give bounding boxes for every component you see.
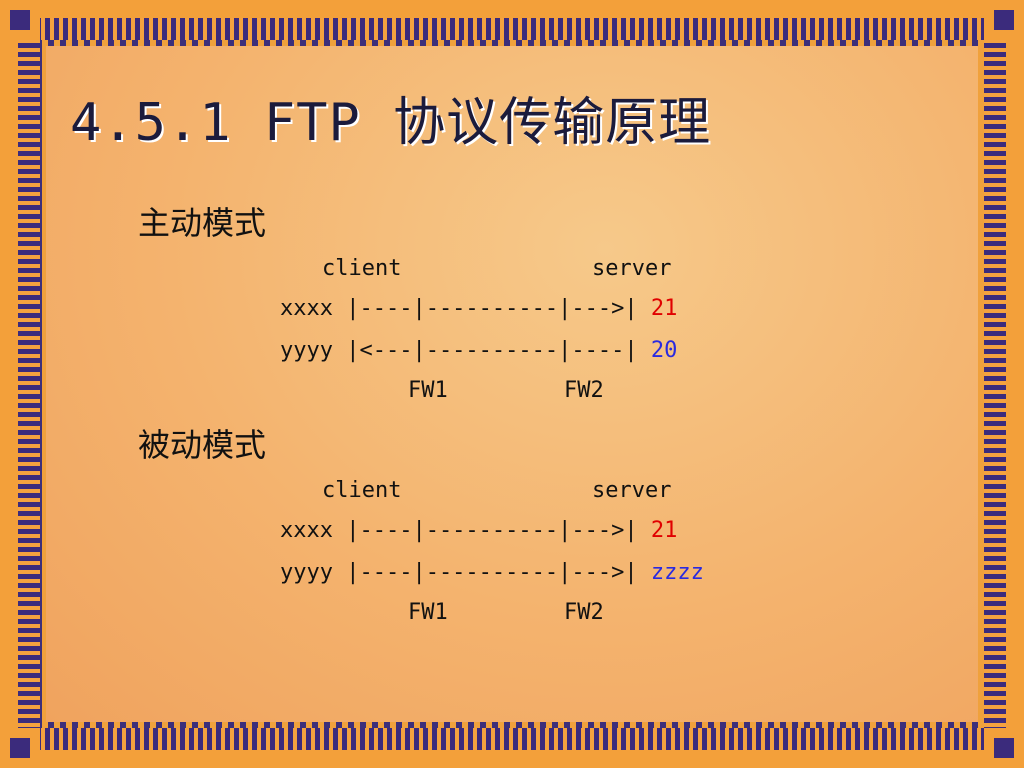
- active-row-2-port: 20: [650, 338, 678, 363]
- passive-row-1-path: xxxx |----|----------|--->|: [280, 518, 651, 543]
- frame-strip-left: [18, 18, 40, 750]
- frame-corner: [0, 0, 40, 40]
- active-mode-heading: 主动模式: [138, 204, 267, 242]
- passive-row-2-path: yyyy |----|----------|--->|: [280, 560, 651, 585]
- passive-client-label: client: [322, 478, 402, 503]
- passive-fw2-label: FW2: [564, 600, 604, 625]
- frame-band-bottom: [0, 750, 1024, 768]
- passive-row-1-port: 21: [650, 518, 678, 543]
- active-row-1-port: 21: [650, 296, 678, 321]
- slide-content: 4.5.1 FTP 协议传输原理 主动模式 client server xxxx…: [46, 46, 978, 722]
- slide-title: 4.5.1 FTP 协议传输原理: [70, 93, 712, 153]
- passive-row-2-port: zzzz: [650, 560, 704, 585]
- active-fw2-label: FW2: [564, 378, 604, 403]
- passive-fw1-label: FW1: [408, 600, 448, 625]
- active-row-2: yyyy |<---|----------|----| 20: [280, 338, 677, 363]
- passive-mode-heading: 被动模式: [138, 426, 267, 464]
- frame-corner: [0, 728, 40, 768]
- frame-band-top: [0, 0, 1024, 18]
- active-server-label: server: [592, 256, 672, 281]
- frame-strip-bottom: [18, 728, 1006, 750]
- active-row-1: xxxx |----|----------|--->| 21: [280, 296, 677, 321]
- frame-corner: [984, 728, 1024, 768]
- frame-band-right: [1006, 0, 1024, 768]
- active-fw1-label: FW1: [408, 378, 448, 403]
- frame-corner: [984, 0, 1024, 40]
- active-row-1-path: xxxx |----|----------|--->|: [280, 296, 651, 321]
- passive-server-label: server: [592, 478, 672, 503]
- slide-background: [46, 46, 978, 722]
- passive-row-2: yyyy |----|----------|--->| zzzz: [280, 560, 704, 585]
- frame-strip-right: [984, 18, 1006, 750]
- active-client-label: client: [322, 256, 402, 281]
- frame-strip-top: [18, 18, 1006, 40]
- active-row-2-path: yyyy |<---|----------|----|: [280, 338, 651, 363]
- passive-row-1: xxxx |----|----------|--->| 21: [280, 518, 677, 543]
- frame-band-left: [0, 0, 18, 768]
